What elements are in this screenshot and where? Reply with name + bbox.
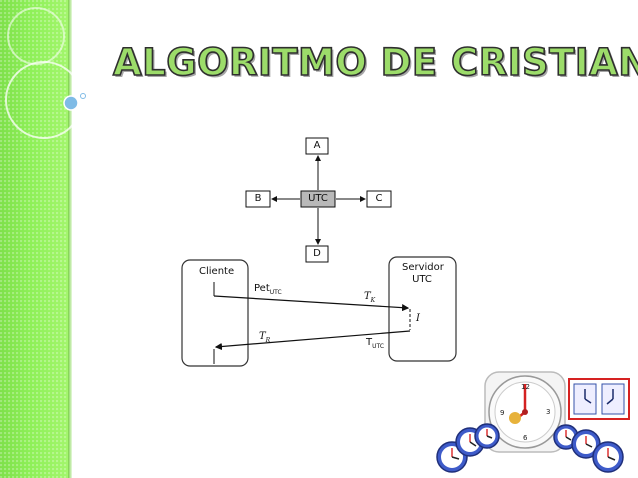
slide-title: ALGORITMO DE CRISTIAN [112,40,638,85]
small-clocks-left-icon [436,423,500,473]
node-d-box [305,245,329,263]
node-utc-box [300,190,336,208]
node-a-box [305,137,329,155]
node-c-box [366,190,392,208]
response-arrow [214,330,411,351]
pet-utc-label: PetUTC [254,283,282,296]
tr-label: TR [259,331,271,344]
server-box [388,256,457,362]
big-clock-icon: 12 3 6 9 [484,371,566,453]
tk-label: TK [364,291,376,304]
node-utc-label: UTC [308,193,328,204]
decorative-circles-icon [5,7,86,139]
node-b-box [245,190,271,208]
node-d-label: D [313,248,321,259]
server-label-line2: UTC [412,274,432,285]
node-b-label: B [254,193,262,204]
node-c-label: C [375,193,383,204]
small-clocks-right-icon [553,424,624,473]
svg-text:12: 12 [521,383,530,391]
interval-label: I [416,313,420,324]
svg-text:3: 3 [546,408,550,416]
svg-text:9: 9 [500,409,504,417]
svg-text:6: 6 [523,434,528,442]
client-box [181,259,249,367]
band-edge [68,0,72,478]
request-arrow [213,295,410,312]
tutc-label: TUTC [366,337,385,350]
analog-pair-frame-icon [568,378,630,420]
client-label: Cliente [199,266,235,277]
server-label-line1: Servidor [402,262,444,273]
node-a-label: A [313,140,321,151]
